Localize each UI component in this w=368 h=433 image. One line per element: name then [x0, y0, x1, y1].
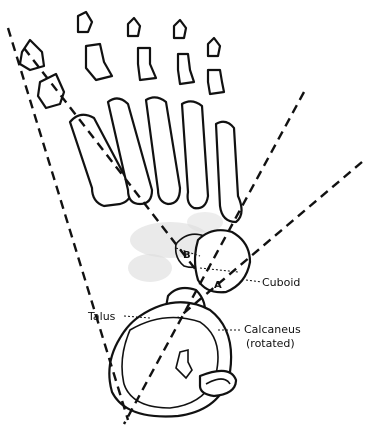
phalanx-distal-4 [174, 20, 186, 38]
phalanx-proximal-1 [38, 74, 64, 108]
phalanx-proximal-5 [208, 70, 224, 94]
calcaneus-process [200, 371, 236, 396]
phalanx-distal-3 [128, 18, 140, 36]
talar-axis-line [8, 28, 128, 420]
phalanx-distal-1 [20, 40, 44, 70]
phalanx-distal-2 [78, 12, 92, 32]
calcaneus-outline [109, 302, 231, 416]
cuboid-bone [195, 230, 250, 292]
phalanx-distal-5 [208, 38, 220, 56]
proximal-phalanges [38, 44, 224, 108]
metatarsals [70, 97, 242, 222]
angle-a-label: A [214, 280, 222, 291]
angle-b-label: B [183, 250, 191, 261]
phalanx-proximal-2 [86, 44, 112, 80]
cuboid [195, 230, 250, 292]
calcaneus-label: Calcaneus [244, 323, 301, 336]
phalanx-proximal-3 [138, 48, 156, 80]
cuboid-label: Cuboid [262, 276, 300, 289]
metatarsal-5 [216, 122, 242, 222]
metatarsal-4 [182, 101, 208, 208]
talus-label: Talus [87, 310, 116, 323]
phalanx-proximal-4 [178, 54, 194, 84]
cuboid-leader [246, 280, 262, 282]
calcaneus-bone [109, 302, 236, 416]
calcaneus-rotated-label: (rotated) [246, 337, 295, 350]
